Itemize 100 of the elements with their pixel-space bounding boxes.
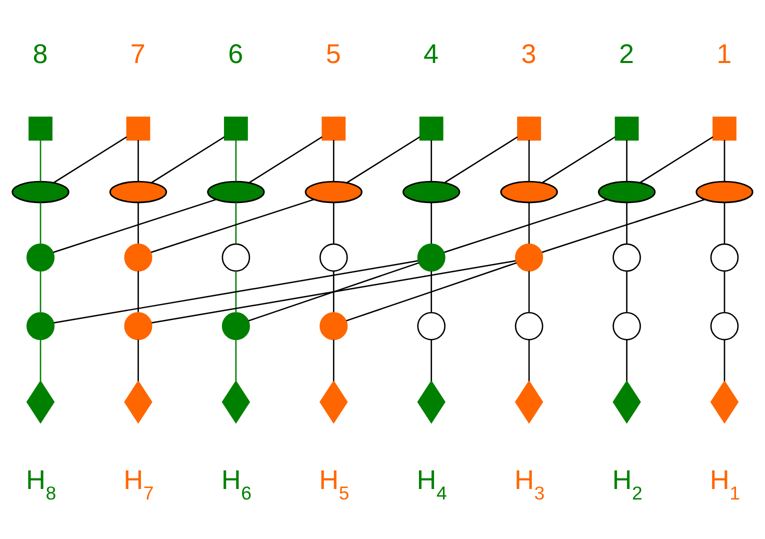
- node-ellipse: [207, 180, 265, 203]
- node-label: H$_{4}$: [416, 464, 447, 504]
- connector: [138, 270, 139, 312]
- node-circle: [514, 311, 544, 340]
- connector: [54, 260, 418, 323]
- connector: [444, 198, 608, 252]
- node-label: H$_{7}$: [124, 464, 154, 504]
- connector: [346, 262, 517, 321]
- node-circle: [26, 243, 55, 272]
- node-diamond: [612, 380, 641, 424]
- node-label: H$_{5}$: [319, 464, 350, 504]
- node-label: H$_{2}$: [612, 464, 642, 504]
- node-circle: [612, 242, 641, 272]
- node-label: H$_{6}$: [221, 464, 252, 504]
- connector: [542, 198, 705, 252]
- connector: [152, 260, 516, 323]
- node-diamond: [710, 380, 739, 424]
- node-box: [419, 116, 444, 140]
- node-label: 4: [424, 38, 439, 68]
- connector: [528, 270, 530, 312]
- connector: [332, 140, 334, 182]
- node-label: 6: [228, 38, 244, 68]
- node-label: 1: [716, 38, 732, 68]
- connector: [528, 140, 530, 182]
- node-ellipse: [12, 180, 70, 203]
- connector: [138, 140, 139, 182]
- node-label: 3: [521, 38, 536, 68]
- connector: [332, 202, 334, 244]
- connector: [528, 339, 530, 381]
- connector: [53, 198, 216, 252]
- node-circle: [710, 311, 739, 340]
- connector: [528, 202, 530, 244]
- node-circle: [417, 311, 446, 340]
- node-circle: [222, 312, 250, 340]
- node-circle: [26, 312, 55, 340]
- connector: [430, 140, 432, 182]
- connector: [40, 140, 42, 182]
- node-diamond: [124, 380, 152, 424]
- connector: [444, 136, 518, 183]
- node-label: H$_{3}$: [514, 464, 545, 504]
- node-circle: [612, 311, 641, 340]
- connector: [332, 339, 334, 381]
- node-circle: [124, 312, 152, 340]
- node-diamond: [320, 380, 348, 424]
- node-circle: [319, 242, 348, 272]
- connector: [235, 270, 237, 312]
- node-box: [224, 116, 248, 140]
- connector: [346, 136, 420, 183]
- node-circle: [417, 243, 446, 272]
- node-label: H$_{1}$: [710, 464, 740, 504]
- node-label: 5: [326, 38, 341, 68]
- connector: [40, 270, 42, 312]
- node-label: 7: [130, 38, 146, 68]
- connector: [151, 136, 225, 183]
- node-diamond: [26, 380, 55, 424]
- connector: [626, 140, 628, 182]
- connector: [430, 202, 432, 244]
- node-ellipse: [696, 180, 754, 203]
- node-diamond: [222, 380, 250, 424]
- node-label: H$_{8}$: [26, 464, 56, 504]
- connector: [430, 339, 432, 381]
- node-label: 2: [618, 38, 634, 68]
- node-box: [614, 116, 639, 140]
- connector: [235, 202, 237, 244]
- connector: [150, 198, 314, 252]
- connector: [332, 270, 334, 312]
- node-ellipse: [304, 180, 362, 203]
- node-box: [712, 116, 736, 140]
- connector: [724, 270, 726, 312]
- connector: [40, 339, 42, 381]
- connector: [640, 136, 714, 183]
- connector: [430, 270, 432, 312]
- connector: [724, 202, 726, 244]
- node-box: [28, 116, 52, 140]
- connector: [138, 339, 139, 381]
- node-circle: [320, 312, 348, 340]
- connector: [626, 339, 628, 381]
- node-ellipse: [109, 180, 168, 203]
- connector: [626, 270, 628, 312]
- connector: [235, 140, 237, 182]
- node-label: 8: [32, 38, 48, 68]
- connector: [53, 136, 127, 183]
- connector: [248, 136, 322, 183]
- node-circle: [710, 242, 739, 272]
- connector: [542, 136, 616, 183]
- connector: [724, 140, 726, 182]
- connector: [235, 339, 237, 381]
- node-box: [126, 116, 150, 140]
- connector: [138, 202, 139, 244]
- node-ellipse: [402, 180, 460, 203]
- node-circle: [515, 243, 544, 272]
- connector: [626, 202, 628, 244]
- node-circle: [124, 243, 152, 272]
- node-box: [322, 116, 346, 140]
- connector: [40, 202, 42, 244]
- node-ellipse: [500, 180, 558, 203]
- node-box: [517, 116, 542, 140]
- node-diamond: [417, 380, 446, 424]
- connector: [248, 262, 420, 321]
- node-diamond: [514, 380, 544, 424]
